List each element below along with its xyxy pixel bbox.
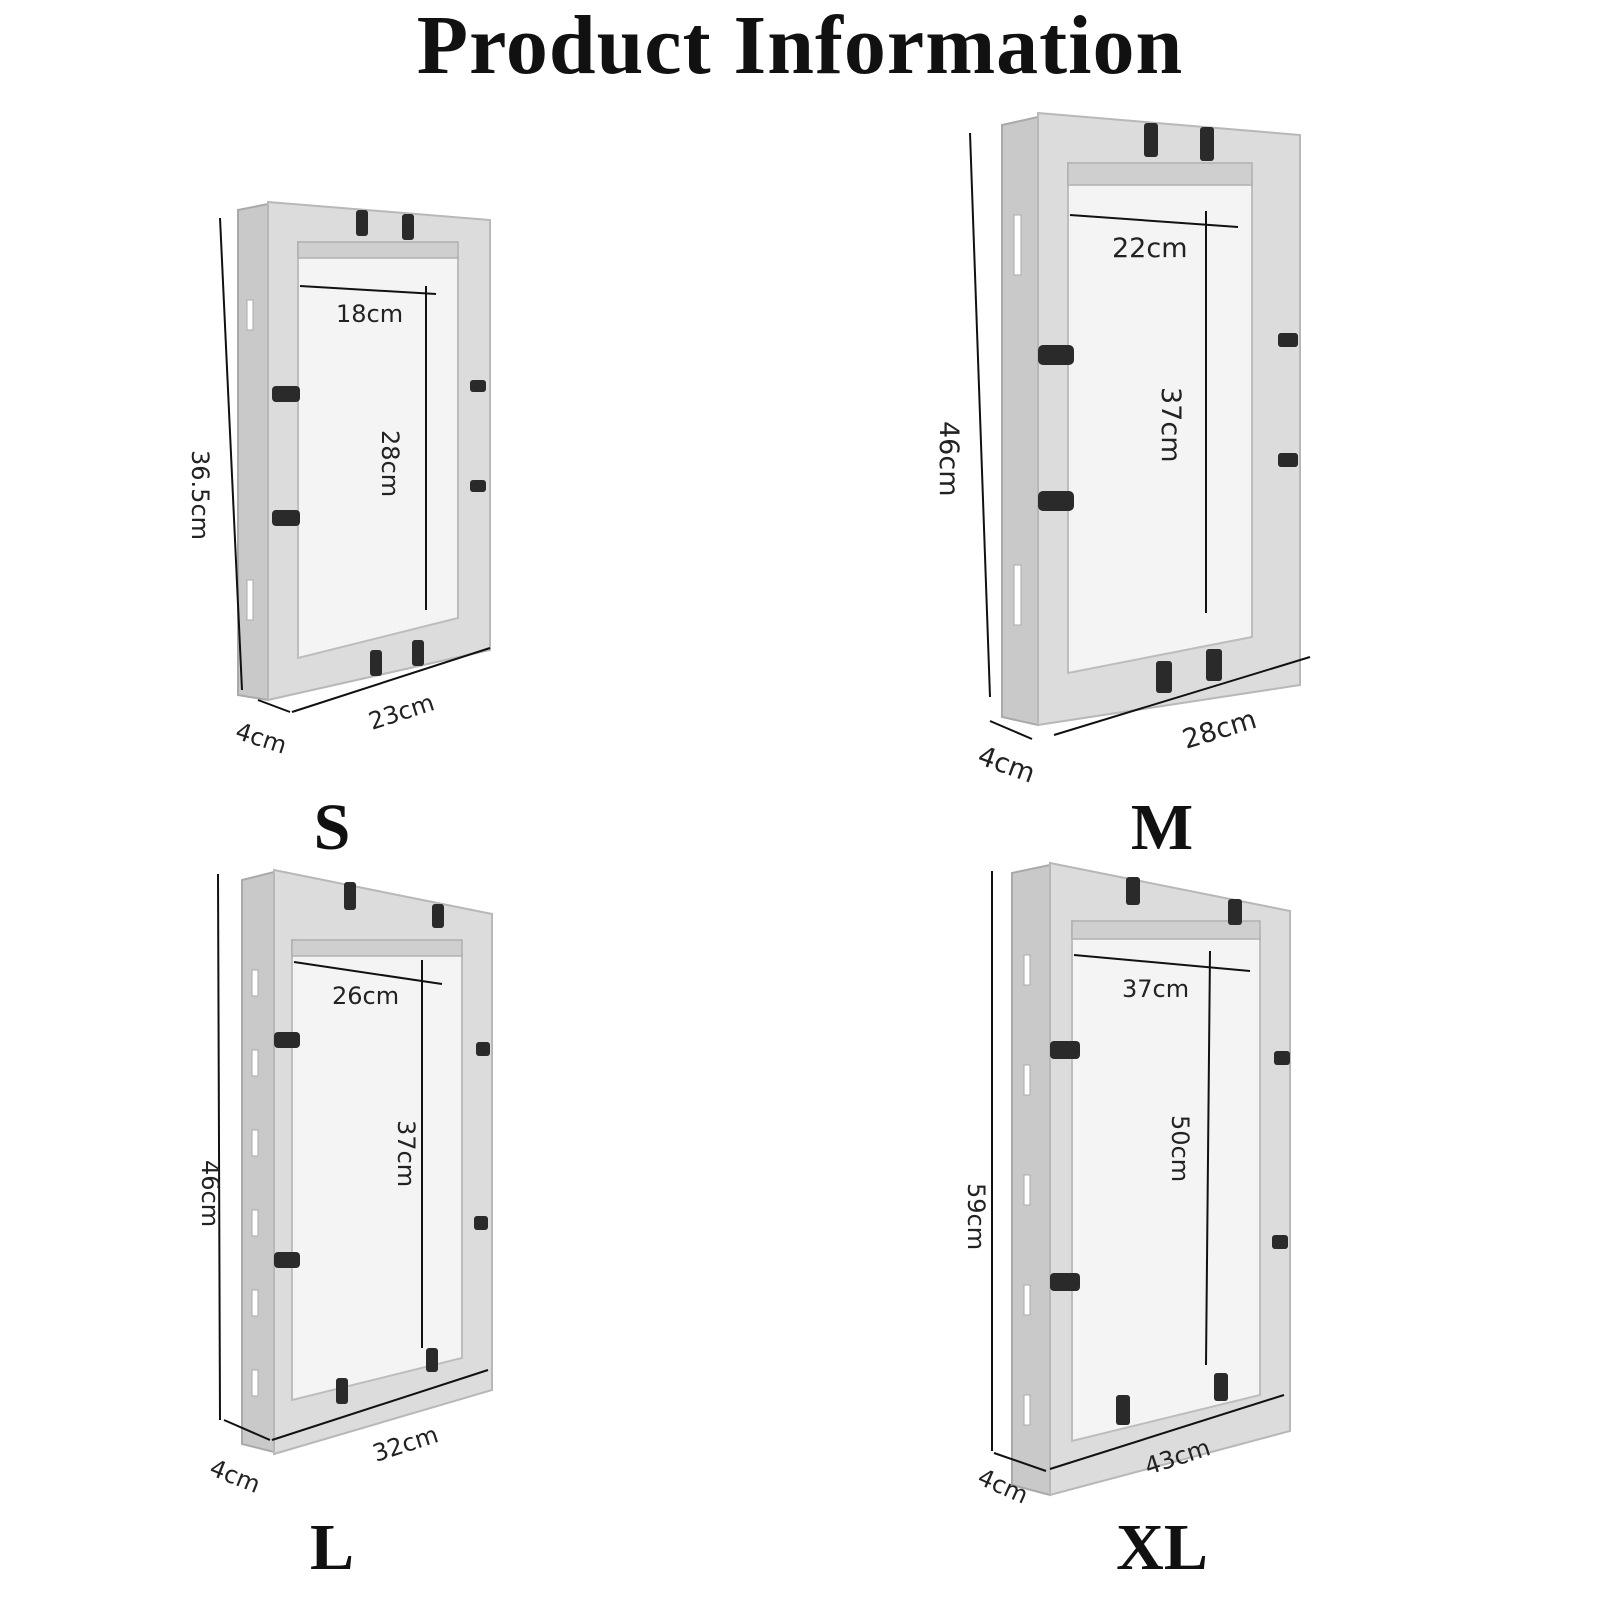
outer-height-label: 46cm: [933, 421, 964, 497]
door-frame-diagram-l: 26cm 37cm 46cm 32cm 4cm: [196, 868, 493, 1499]
depth-label: 4cm: [974, 740, 1039, 789]
inner-width-label: 22cm: [1112, 233, 1188, 264]
frame-back: [241, 870, 275, 1454]
size-label-xl: XL: [1116, 1511, 1208, 1584]
frame-back: [1001, 115, 1039, 727]
page-title: Product Information: [416, 0, 1184, 92]
inner-height-label: 28cm: [376, 430, 404, 497]
clip-icons: [1038, 123, 1298, 693]
inner-height-label: 37cm: [392, 1120, 420, 1187]
inner-width-label: 18cm: [336, 300, 403, 328]
frame-back: [237, 202, 269, 702]
outer-width-label: 32cm: [369, 1420, 441, 1467]
top-rail: [291, 939, 463, 957]
door-frame-diagram-s: 18cm 28cm 36.5cm 23cm 4cm: [186, 200, 491, 760]
top-rail: [1071, 920, 1261, 940]
outer-height-label: 36.5cm: [186, 450, 214, 540]
clip-icons: [1050, 877, 1290, 1425]
depth-label: 4cm: [206, 1454, 265, 1499]
top-rail: [1067, 162, 1253, 186]
outer-height-label: 59cm: [962, 1183, 990, 1250]
size-label-l: L: [309, 1511, 355, 1584]
outer-width-label: 23cm: [365, 688, 437, 735]
door-frame-diagram-xl: 37cm 50cm 59cm 43cm 4cm: [962, 861, 1291, 1510]
inner-width-label: 37cm: [1122, 975, 1189, 1003]
outer-height-label: 46cm: [196, 1160, 224, 1227]
top-rail: [297, 241, 459, 259]
size-panel-xl: 37cm 50cm 59cm 43cm 4cm: [950, 855, 1350, 1535]
inner-height-label: 37cm: [1155, 387, 1186, 463]
size-panel-s: 18cm 28cm 36.5cm 23cm 4cm: [180, 190, 540, 770]
size-label-m: M: [1130, 791, 1194, 864]
size-panel-m: 22cm 37cm 46cm 28cm 4cm: [933, 105, 1350, 805]
size-panel-l: 26cm 37cm 46cm 32cm 4cm: [180, 860, 540, 1510]
inner-height-label: 50cm: [1166, 1115, 1194, 1182]
outer-width-label: 28cm: [1179, 704, 1260, 756]
door-frame-diagram-m: 22cm 37cm 46cm 28cm 4cm: [933, 111, 1311, 790]
frame-back: [1011, 863, 1051, 1497]
inner-width-label: 26cm: [332, 982, 399, 1010]
clip-icons: [272, 210, 486, 676]
clip-icons: [274, 882, 490, 1404]
size-label-s: S: [313, 791, 351, 864]
depth-label: 4cm: [232, 717, 290, 760]
